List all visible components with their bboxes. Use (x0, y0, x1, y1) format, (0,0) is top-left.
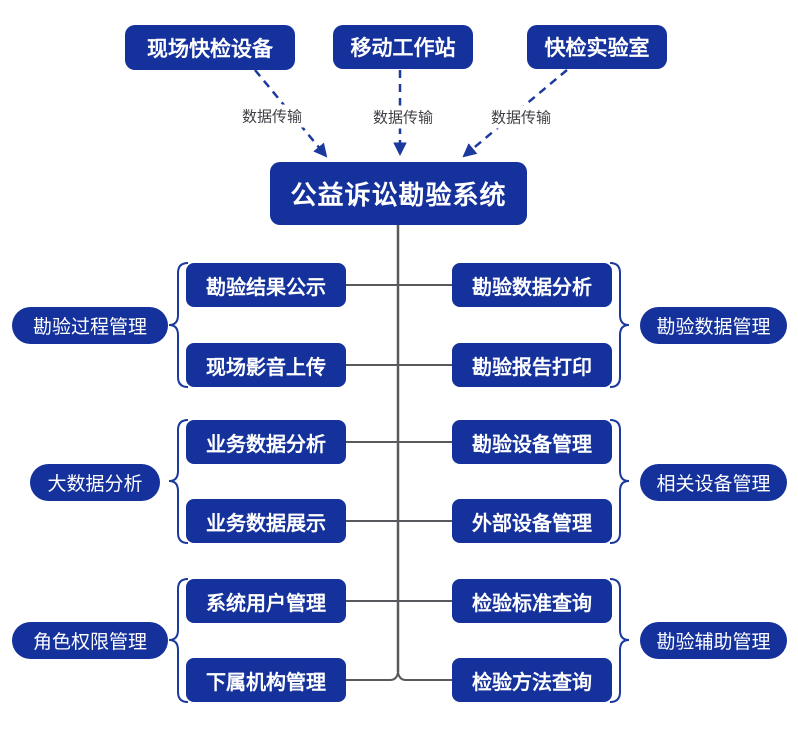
brace-left-group3 (168, 578, 189, 703)
category-pill-big-data-analysis: 大数据分析 (30, 464, 160, 501)
module-box-subordinate-org-management: 下属机构管理 (186, 658, 346, 702)
source-node-rapid-test-lab: 快检实验室 (527, 25, 667, 69)
brace-right-group3 (609, 578, 630, 703)
module-box-inspection-result-publish: 勘验结果公示 (186, 263, 346, 307)
module-box-inspection-report-print: 勘验报告打印 (452, 343, 612, 387)
category-pill-role-permission-management: 角色权限管理 (12, 622, 168, 659)
source-node-mobile-workstation: 移动工作站 (333, 25, 473, 69)
module-box-business-data-analysis: 业务数据分析 (186, 420, 346, 464)
category-pill-inspection-auxiliary-management: 勘验辅助管理 (640, 622, 787, 659)
transfer-label-middle: 数据传输 (369, 105, 437, 129)
brace-right-group1 (609, 262, 630, 388)
dashed-arrow-left (254, 69, 328, 158)
transfer-label-left: 数据传输 (238, 104, 306, 128)
module-box-test-method-query: 检验方法查询 (452, 658, 612, 702)
group-braces (168, 262, 630, 703)
module-box-site-media-upload: 现场影音上传 (186, 343, 346, 387)
brace-right-group2 (609, 419, 630, 544)
module-box-external-device-management: 外部设备管理 (452, 499, 612, 543)
module-connectors (346, 284, 452, 681)
module-box-inspection-device-management: 勘验设备管理 (452, 420, 612, 464)
module-box-system-user-management: 系统用户管理 (186, 579, 346, 623)
module-box-business-data-display: 业务数据展示 (186, 499, 346, 543)
transfer-label-right: 数据传输 (487, 105, 555, 129)
brace-left-group2 (168, 419, 189, 544)
category-pill-inspection-process-management: 勘验过程管理 (12, 307, 168, 344)
module-box-test-standard-query: 检验标准查询 (452, 579, 612, 623)
central-system-node: 公益诉讼勘验系统 (270, 162, 527, 225)
module-box-inspection-data-analysis: 勘验数据分析 (452, 263, 612, 307)
source-node-field-rapid-test-device: 现场快检设备 (125, 25, 295, 70)
category-pill-inspection-data-management: 勘验数据管理 (640, 307, 787, 344)
category-pill-related-device-management: 相关设备管理 (640, 464, 787, 501)
brace-left-group1 (168, 262, 189, 388)
